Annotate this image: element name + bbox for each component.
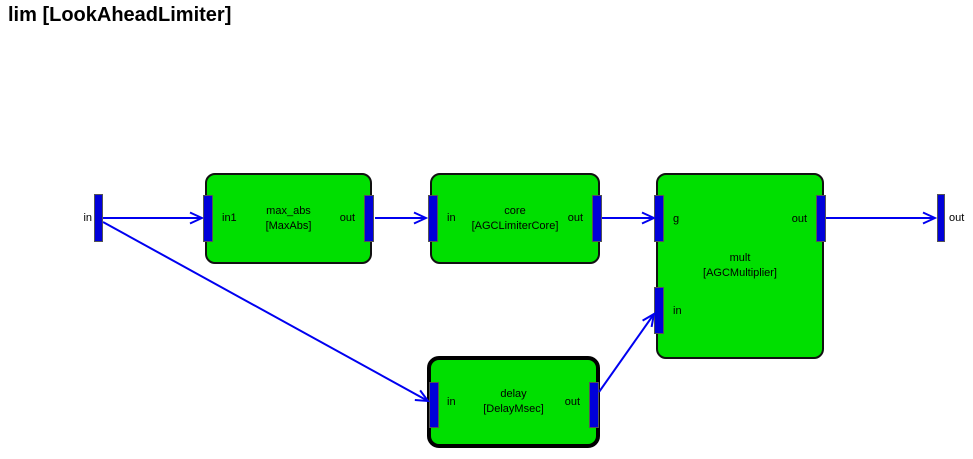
port-label-mult-out: out — [791, 213, 807, 225]
block-type-name: [MaxAbs] — [265, 219, 312, 232]
block-instance-name: mult — [729, 252, 751, 264]
graph-input-label: in — [83, 212, 92, 224]
port-delay-out[interactable] — [589, 382, 599, 428]
block-name-mult: mult [AGCMultiplier] — [658, 175, 822, 357]
block-delay[interactable]: in out delay [DelayMsec] — [427, 356, 600, 448]
port-label-max-abs-out: out — [339, 212, 355, 224]
port-delay-in[interactable] — [429, 382, 439, 428]
port-label-mult-g: g — [673, 213, 680, 225]
port-label-core-in: in — [447, 212, 456, 224]
block-mult[interactable]: g in out mult [AGCMultiplier] — [654, 173, 826, 359]
wire-delay-to-mult-in[interactable] — [598, 314, 654, 393]
port-mult-g[interactable] — [654, 195, 664, 242]
block-instance-name: core — [504, 204, 526, 217]
port-label-delay-out: out — [564, 396, 580, 408]
block-instance-name: delay — [500, 388, 527, 400]
port-max-abs-out[interactable] — [364, 195, 374, 242]
port-max-abs-in1[interactable] — [203, 195, 213, 242]
port-mult-out[interactable] — [816, 195, 826, 242]
port-label-max-abs-in1: in1 — [222, 212, 237, 224]
diagram-title: lim [LookAheadLimiter] — [8, 4, 232, 26]
block-type-name: [AGCLimiterCore] — [471, 219, 559, 232]
block-max-abs[interactable]: in1 out max_abs [MaxAbs] — [203, 173, 374, 264]
block-type-name: [DelayMsec] — [483, 403, 544, 415]
port-core-in[interactable] — [428, 195, 438, 242]
port-mult-in[interactable] — [654, 287, 664, 334]
graph-input-bar[interactable] — [94, 194, 103, 242]
port-label-mult-in: in — [673, 305, 682, 317]
port-label-delay-in: in — [447, 396, 456, 408]
port-label-core-out: out — [567, 212, 583, 224]
port-core-out[interactable] — [592, 195, 602, 242]
block-instance-name: max_abs — [266, 204, 311, 217]
block-type-name: [AGCMultiplier] — [703, 267, 777, 279]
block-core[interactable]: in out core [AGCLimiterCore] — [428, 173, 602, 264]
graph-output-label: out — [949, 212, 965, 224]
graph-output-bar[interactable] — [937, 194, 945, 242]
